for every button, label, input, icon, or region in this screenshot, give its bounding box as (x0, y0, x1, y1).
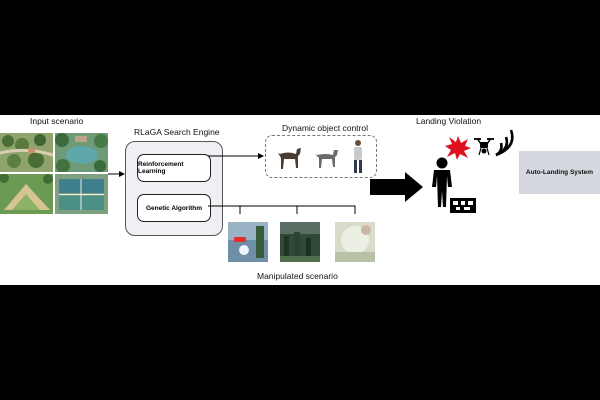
genetic-algorithm-box: Genetic Algorithm (137, 194, 211, 222)
reinforcement-learning-box: Reinforcement Learning (137, 154, 211, 182)
arrow-to-violation (370, 172, 423, 202)
input-image-park (0, 133, 53, 172)
drone-icon (474, 138, 494, 156)
auto-landing-system-box: Auto-Landing System (519, 151, 600, 194)
person-silhouette-icon (432, 157, 452, 207)
input-image-field (0, 174, 53, 214)
input-image-courts (55, 174, 108, 214)
rlaga-engine-box: Reinforcement Learning Genetic Algorithm (125, 141, 223, 236)
input-scenario-label: Input scenario (30, 116, 84, 126)
dog-icon (278, 148, 301, 169)
manipulated-image-1 (228, 222, 268, 262)
landing-marker-icon (450, 198, 476, 213)
engine-title: RLaGA Search Engine (134, 127, 220, 137)
manipulated-image-3 (335, 222, 375, 262)
dynamic-object-box (265, 135, 377, 178)
diagram-panel: Input scenario RLaGA Search Engine Reinf… (0, 115, 600, 285)
dynamic-control-label: Dynamic object control (282, 123, 368, 133)
dog-icon (315, 150, 338, 168)
manipulated-image-2 (280, 222, 320, 262)
person-icon (354, 140, 362, 173)
input-image-garden (55, 133, 108, 172)
wifi-icon (495, 129, 514, 157)
explosion-icon (445, 136, 471, 160)
manipulated-scenario-label: Manipulated scenario (257, 271, 338, 281)
connector-layer (108, 153, 423, 214)
landing-violation-label: Landing Violation (416, 116, 482, 126)
